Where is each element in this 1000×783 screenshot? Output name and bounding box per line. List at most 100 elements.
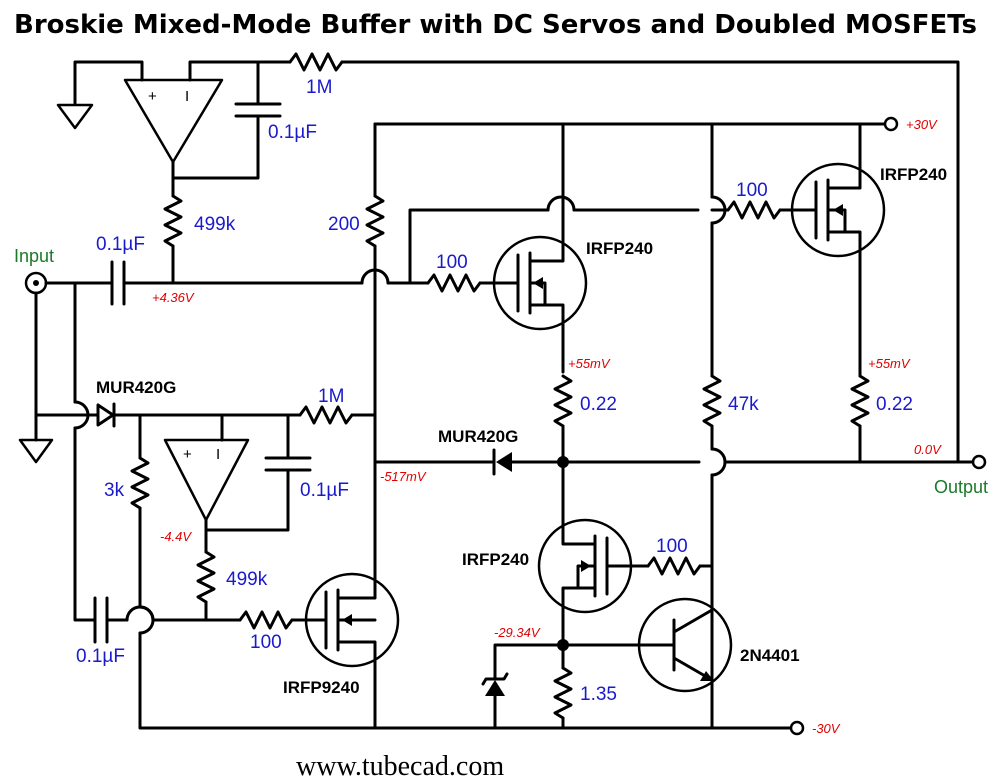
label-47k: 47k <box>728 394 759 415</box>
input-label: Input <box>14 246 54 266</box>
wire-jumper <box>546 195 576 212</box>
website-label: www.tubecad.com <box>296 751 504 782</box>
output-label: Output <box>934 477 988 497</box>
zener-bar <box>481 672 509 686</box>
wire-3k-to-rail <box>138 631 377 730</box>
mosfet-drain <box>336 578 377 600</box>
op-amp-minus-sign: I <box>185 88 189 105</box>
label-135: 1.35 <box>580 684 617 705</box>
mosfet-source <box>336 640 377 662</box>
resistor-200 <box>365 194 385 248</box>
label-irfp240-upper: IRFP240 <box>586 239 653 258</box>
label-diode-center: MUR420G <box>438 427 518 446</box>
label-100-p: 100 <box>250 632 282 653</box>
label-022-right: 0.22 <box>876 394 913 415</box>
label-100-right: 100 <box>736 180 768 201</box>
op-amp-top <box>123 78 224 164</box>
pos-terminal-icon <box>883 116 899 132</box>
resistor-022-upper <box>553 374 573 428</box>
resistor-100-p <box>238 610 294 630</box>
wire-input-down <box>34 291 64 417</box>
label-cap-bottom: 0.1µF <box>300 480 349 501</box>
voltage-upper-source: +55mV <box>568 356 611 371</box>
label-3k: 3k <box>104 480 125 501</box>
resistor-1m-top <box>288 52 344 72</box>
wire-bottom-feedback <box>220 413 302 442</box>
wire-top-servo-plus <box>73 60 144 105</box>
mosfet-drain <box>561 518 597 546</box>
label-499k-top: 499k <box>194 214 236 235</box>
mosfet-source <box>561 586 597 647</box>
mosfet-drain <box>528 235 565 263</box>
resistor-499k-top <box>163 194 183 248</box>
resistor-47k <box>702 374 722 428</box>
mosfet-drain <box>826 122 862 190</box>
resistor-499k-bottom <box>196 550 216 604</box>
zener-icon <box>485 680 505 696</box>
resistor-100-upper <box>426 273 482 293</box>
label-lower-cap: 0.1µF <box>76 646 125 667</box>
ground-icon <box>56 103 94 130</box>
voltage-output: 0.0V <box>914 442 942 457</box>
neg-supply-label: -30V <box>812 721 841 736</box>
label-diode-lower: MUR420G <box>96 378 176 397</box>
wire-jumper <box>710 447 727 477</box>
mosfet-source <box>528 303 565 374</box>
wire-diode-right <box>112 413 224 442</box>
ground-icon <box>18 438 54 464</box>
label-1m-top: 1M <box>306 77 332 98</box>
wire-cap-top-bottom <box>171 114 260 180</box>
mosfet-arrow <box>342 614 352 626</box>
resistor-022-right <box>850 374 870 428</box>
diode-icon <box>96 403 115 427</box>
bjt-collector <box>672 564 714 634</box>
page-title: Broskie Mixed-Mode Buffer with DC Servos… <box>14 10 977 40</box>
voltage-diode-node: -517mV <box>380 469 427 484</box>
resistor-100-right <box>726 200 782 220</box>
neg-terminal-icon <box>789 720 805 736</box>
mosfet-arrow <box>533 277 543 289</box>
label-cap-top: 0.1µF <box>268 122 317 143</box>
resistor-100-lower <box>646 556 702 576</box>
label-input-cap: 0.1µF <box>96 234 145 255</box>
resistor-3k <box>130 456 150 510</box>
wire-zener <box>493 643 565 680</box>
wire-cap-bottom-return <box>204 468 290 532</box>
mosfet-source <box>826 230 862 378</box>
mosfet-arrow <box>581 560 591 572</box>
mosfet-body <box>576 564 597 590</box>
voltage-sense-node: -29.34V <box>494 625 541 640</box>
wire-to-lower-cap <box>73 426 97 622</box>
upper-mosfet-icon <box>492 235 588 331</box>
op-amp-plus-sign: + <box>183 446 192 463</box>
label-100-lower: 100 <box>656 536 688 557</box>
label-irfp240-right: IRFP240 <box>880 165 947 184</box>
voltage-lower-servo: -4.4V <box>160 529 192 544</box>
voltage-right-source: +55mV <box>868 356 911 371</box>
label-irfp240-lower: IRFP240 <box>462 550 529 569</box>
mosfet-arrow <box>833 204 843 216</box>
wire-top-to-output <box>340 60 960 464</box>
bjt-arrow <box>700 671 714 681</box>
op-amp-plus-sign: + <box>148 88 157 105</box>
label-100-upper: 100 <box>436 252 468 273</box>
p-mosfet-icon <box>304 572 400 668</box>
label-499k-bottom: 499k <box>226 569 268 590</box>
resistor-1m-bottom <box>298 405 354 425</box>
input-jack-center <box>33 280 39 286</box>
voltage-input-node: +4.36V <box>152 290 195 305</box>
label-1m-bottom: 1M <box>318 386 344 407</box>
label-2n4401: 2N4401 <box>740 646 800 665</box>
label-022-upper: 0.22 <box>580 394 617 415</box>
op-amp-bottom <box>163 438 250 522</box>
wire-to-upper-gate <box>386 208 550 285</box>
output-terminal-icon <box>971 454 987 470</box>
wire-top-feedback <box>188 60 292 82</box>
diode-icon <box>496 452 512 472</box>
resistor-135 <box>553 666 573 720</box>
pos-supply-label: +30V <box>906 117 938 132</box>
label-200: 200 <box>328 214 360 235</box>
right-mosfet-icon <box>790 162 886 258</box>
op-amp-minus-sign: I <box>216 446 220 463</box>
